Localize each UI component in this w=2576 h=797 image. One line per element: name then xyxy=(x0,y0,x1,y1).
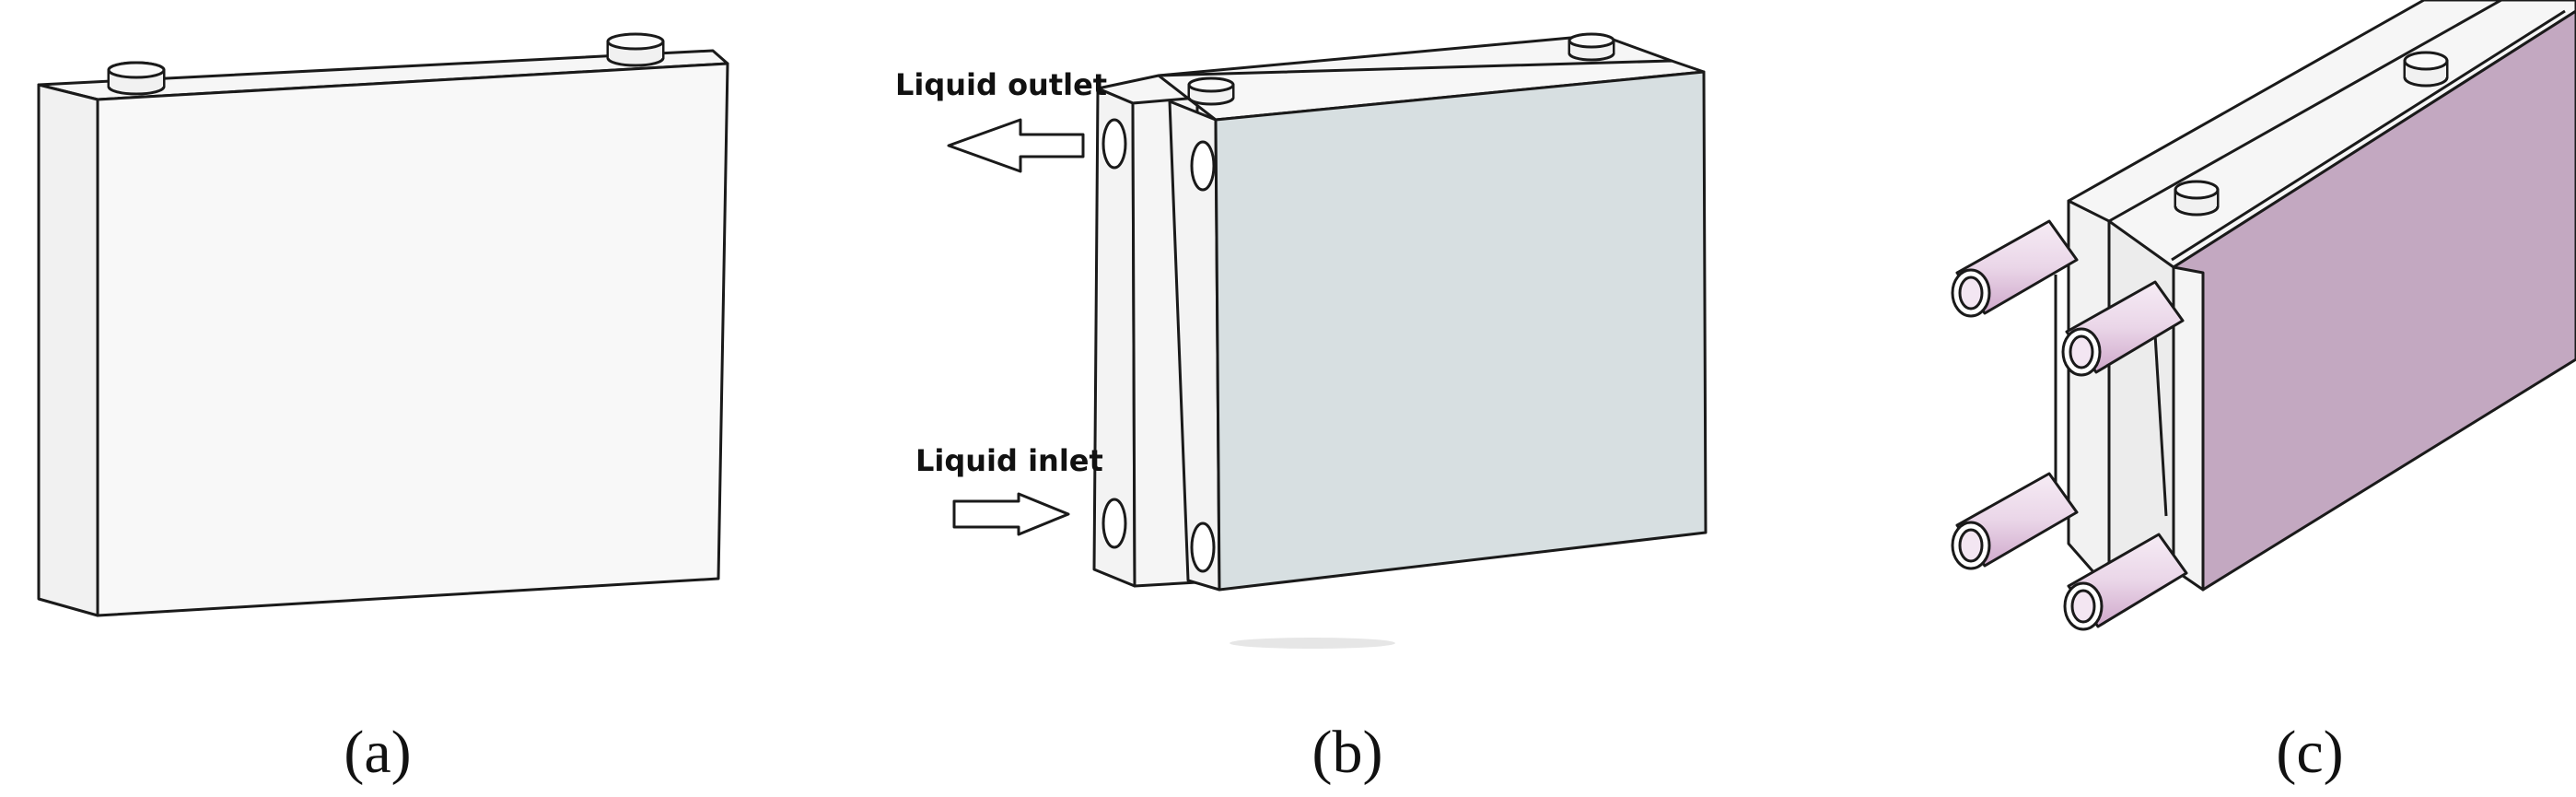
caption-a: (a) xyxy=(344,719,411,786)
inlet-port xyxy=(1102,498,1127,549)
terminal-c-left xyxy=(2174,180,2220,217)
terminal-b-right xyxy=(1568,32,1615,62)
panel-a-battery-cell xyxy=(37,32,729,617)
cell-front-face xyxy=(96,62,729,617)
port-lower-right xyxy=(1190,522,1216,573)
pipe-upper-front xyxy=(2061,280,2185,377)
panel-c-module-with-pipes xyxy=(1951,0,2576,631)
caption-b: (b) xyxy=(1312,719,1383,786)
pipe-upper-back xyxy=(1951,219,2079,318)
label-liquid-inlet: Liquid inlet xyxy=(915,443,1103,478)
terminal-left xyxy=(107,61,166,96)
pipe-lower-front xyxy=(2063,533,2188,631)
label-liquid-outlet: Liquid outlet xyxy=(895,67,1107,102)
terminal-right xyxy=(606,32,665,67)
pipe-lower-back xyxy=(1951,472,2079,570)
shadow xyxy=(1230,638,1395,649)
arrow-right-icon xyxy=(952,492,1070,536)
cell-front-face-b xyxy=(1214,70,1708,592)
cell-side-face xyxy=(37,83,99,617)
cell-edge-light xyxy=(2172,265,2205,592)
terminal-b-left xyxy=(1187,76,1235,106)
port-upper-right xyxy=(1190,140,1216,192)
panel-b-cooled-module xyxy=(1092,32,1708,649)
arrow-left-icon xyxy=(947,118,1085,173)
terminal-c-right xyxy=(2403,51,2449,88)
outlet-port xyxy=(1102,118,1127,170)
caption-c: (c) xyxy=(2276,719,2343,786)
